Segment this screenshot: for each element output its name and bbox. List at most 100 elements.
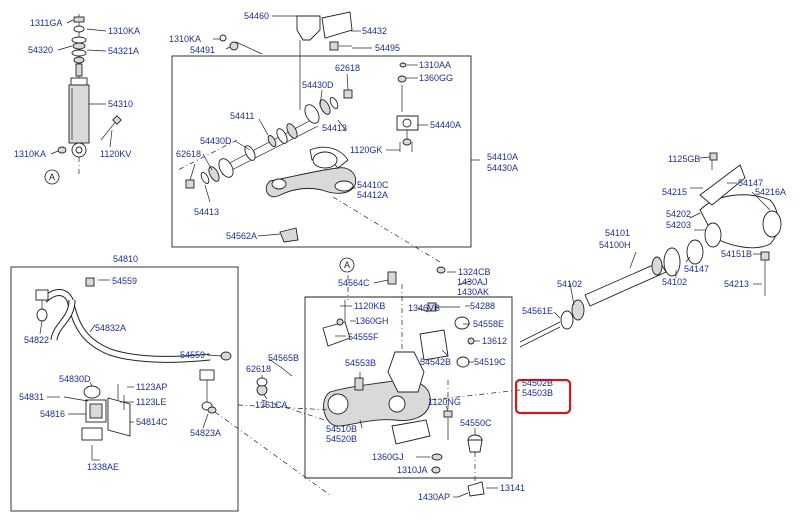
part-label[interactable]: 54100H <box>599 240 631 250</box>
part-label[interactable]: 54215 <box>662 187 687 197</box>
part-label[interactable]: 54810 <box>113 254 138 264</box>
part-label[interactable]: 54519C <box>474 357 506 367</box>
part-label[interactable]: 62618 <box>176 149 201 159</box>
part-label[interactable]: 1120KV <box>100 149 131 159</box>
part-label[interactable]: 54562A <box>226 231 257 241</box>
part-label[interactable]: 54553B <box>345 358 376 368</box>
part-label[interactable]: 54102 <box>662 277 687 287</box>
callout-letter: A <box>344 260 350 270</box>
part-label[interactable]: 54564C <box>338 278 370 288</box>
part-label[interactable]: 1360GH <box>355 316 389 326</box>
part-label[interactable]: 1346VB <box>408 303 440 313</box>
part-label[interactable]: 54202 <box>666 209 691 219</box>
part-label[interactable]: 54440A <box>430 120 461 130</box>
part-label[interactable]: 1120KB <box>354 301 385 311</box>
part-label[interactable]: 1311GA <box>30 18 62 28</box>
part-label[interactable]: 54565B <box>268 353 299 363</box>
part-label[interactable]: 1430AK <box>457 287 489 297</box>
part-label[interactable]: 54203 <box>666 220 691 230</box>
part-label[interactable]: 54413 <box>194 207 219 217</box>
part-label[interactable]: 1310AA <box>419 60 451 70</box>
drive-shaft-assembly <box>519 152 782 348</box>
part-label[interactable]: 54412A <box>357 190 388 200</box>
stabilizer-bar-assembly <box>35 277 232 460</box>
part-label[interactable]: 54430D <box>200 136 232 146</box>
part-label[interactable]: 54822 <box>24 335 49 345</box>
part-label[interactable]: 1310KA <box>108 26 140 36</box>
part-label[interactable]: 54151B <box>721 249 752 259</box>
part-label[interactable]: 1310KA <box>169 34 201 44</box>
part-label[interactable]: 54502B <box>522 378 553 388</box>
part-label[interactable]: 1120GK <box>350 145 382 155</box>
part-label[interactable]: 54101 <box>605 228 630 238</box>
lower-arm-assembly <box>256 266 485 498</box>
part-label[interactable]: 54542B <box>420 357 451 367</box>
part-label[interactable]: 1361CA <box>255 400 288 410</box>
part-label[interactable]: 54832A <box>95 323 126 333</box>
part-label[interactable]: 54102 <box>557 279 582 289</box>
part-label[interactable]: 54814C <box>136 417 168 427</box>
callout-letter: A <box>49 172 55 182</box>
part-label[interactable]: 54550C <box>460 418 492 428</box>
part-label[interactable]: 54831 <box>19 392 44 402</box>
part-label[interactable]: 1360GG <box>419 73 453 83</box>
part-label[interactable]: 54816 <box>40 409 65 419</box>
part-label[interactable]: 1123LE <box>136 397 166 407</box>
lower-arm-group-frame <box>304 296 513 479</box>
part-label[interactable]: 54321A <box>108 46 139 56</box>
leader-lines <box>39 15 771 498</box>
part-label[interactable]: 54213 <box>724 279 749 289</box>
upper-arm-assembly <box>185 11 419 243</box>
part-label[interactable]: 1338AE <box>87 462 119 472</box>
upper-arm-group-frame <box>171 55 472 248</box>
part-label[interactable]: 1123AP <box>136 382 167 392</box>
callout-a-shock: A <box>44 169 60 185</box>
part-label[interactable]: 54310 <box>108 99 133 109</box>
part-label[interactable]: 1310KA <box>14 149 46 159</box>
part-label[interactable]: 1310JA <box>397 465 428 475</box>
part-label[interactable]: 54495 <box>375 43 400 53</box>
part-label[interactable]: 54320 <box>28 45 53 55</box>
part-label[interactable]: 54558E <box>473 319 504 329</box>
part-label[interactable]: 54830D <box>59 374 91 384</box>
part-label[interactable]: 1120NG <box>428 397 461 407</box>
part-label[interactable]: 1125GB <box>668 154 700 164</box>
part-number-labels: 1311GA 1310KA 54320 54321A 54310 1310KA … <box>14 11 786 502</box>
part-label[interactable]: 1430AJ <box>457 277 488 287</box>
part-label[interactable]: 54510B <box>326 424 357 434</box>
part-label[interactable]: 54413 <box>322 123 347 133</box>
part-label[interactable]: 54410C <box>357 180 389 190</box>
part-label[interactable]: 1360GJ <box>372 452 404 462</box>
part-label[interactable]: 54147 <box>684 264 709 274</box>
part-label[interactable]: 62618 <box>246 364 271 374</box>
part-label[interactable]: 54430D <box>302 80 334 90</box>
part-label[interactable]: 54823A <box>190 428 221 438</box>
part-label[interactable]: 54430A <box>487 163 518 173</box>
part-label[interactable]: 54561E <box>522 306 553 316</box>
part-label[interactable]: 62618 <box>335 63 360 73</box>
selected-part-highlight <box>514 378 572 415</box>
stabilizer-group-frame <box>10 266 239 512</box>
selected-part-label[interactable]: 54503B <box>522 388 553 398</box>
part-label[interactable]: 13141 <box>500 483 525 493</box>
part-label[interactable]: 54410A <box>487 152 518 162</box>
callout-a-lower: A <box>339 257 355 273</box>
part-label[interactable]: 54555F <box>348 332 379 342</box>
part-label[interactable]: 54411 <box>230 111 254 121</box>
part-label[interactable]: 54216A <box>755 187 786 197</box>
part-label[interactable]: 54147 <box>738 178 763 188</box>
part-label[interactable]: 54432 <box>362 26 387 36</box>
part-label[interactable]: 1324CB <box>458 267 491 277</box>
part-label[interactable]: 54491 <box>190 45 215 55</box>
assembly-guide-lines <box>177 139 521 496</box>
part-label[interactable]: 54520B <box>326 434 357 444</box>
part-label[interactable]: 54559 <box>112 276 137 286</box>
part-label[interactable]: 54288 <box>470 301 495 311</box>
part-label[interactable]: 13612 <box>482 336 507 346</box>
part-label[interactable]: 54460 <box>244 11 269 21</box>
shock-absorber-assembly <box>57 14 122 176</box>
part-label[interactable]: 54559 <box>180 350 205 360</box>
part-label[interactable]: 1430AP <box>418 492 450 502</box>
